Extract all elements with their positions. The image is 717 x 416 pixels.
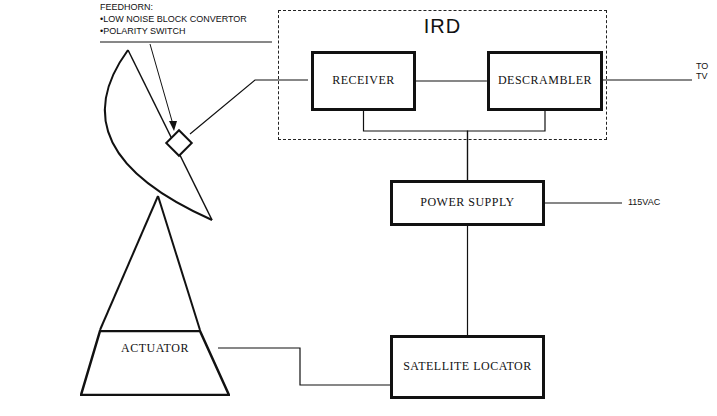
stand-leg (100, 196, 158, 330)
process-box: DESCRAMBLER (487, 51, 603, 111)
process-box: RECEIVER (311, 51, 416, 111)
group-heading: IRD (279, 13, 606, 40)
feedhorn (166, 130, 191, 155)
part-label: •LOW NOISE BLOCK CONVERTOR (100, 15, 247, 25)
box-label: RECEIVER (328, 72, 399, 90)
wire-connector (467, 226, 468, 335)
actuator-housing: ACTUATOR (80, 330, 230, 396)
box-label: SATELLITE LOCATOR (399, 358, 536, 376)
box-label: ACTUATOR (117, 340, 193, 358)
process-box: SATELLITE LOCATOR (390, 335, 545, 399)
box-label: DESCRAMBLER (494, 72, 596, 90)
leader-arrowhead (169, 121, 177, 131)
signal-label: TO TV (696, 62, 712, 82)
mains-wire (545, 202, 622, 203)
dish-reflector (105, 50, 212, 220)
wire-connector (218, 348, 390, 385)
wire-connector (416, 80, 487, 81)
box-label: POWER SUPPLY (416, 194, 518, 212)
part-label: •POLARITY SWITCH (100, 27, 186, 37)
signal-label: 115VAC (628, 198, 660, 208)
part-label: FEEDHORN: (100, 3, 153, 13)
dish-rim (128, 50, 212, 220)
process-box: POWER SUPPLY (390, 180, 545, 226)
stand-leg (158, 196, 200, 330)
trapezoid-outline (80, 330, 230, 396)
label-rule (100, 42, 272, 43)
wire-connector (468, 111, 546, 180)
feed-cable (190, 80, 308, 134)
leader-line (150, 44, 174, 128)
wire-connector (364, 111, 468, 180)
device-group: IRD RECEIVER DESCRAMBLER (278, 10, 607, 140)
tv-wire (600, 79, 692, 80)
